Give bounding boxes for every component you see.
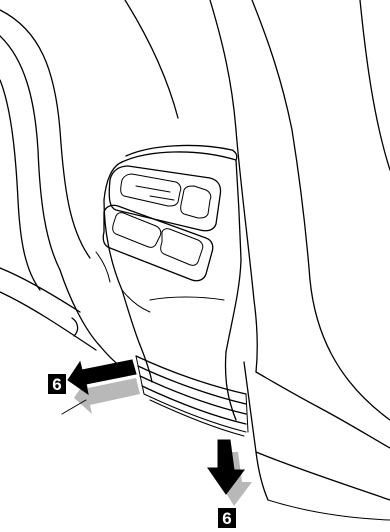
pull-down-arrow (208, 440, 252, 506)
left-seat-outline (0, 10, 120, 366)
bottom-trim-cover (136, 356, 248, 436)
right-seat-outline (125, 0, 390, 520)
step-callout-bottom-label: 6 (222, 509, 231, 528)
lower-air-vent (103, 205, 213, 281)
step-callout-bottom: 6 (218, 508, 236, 528)
pull-left-arrow (62, 360, 140, 414)
step-callout-left-label: 6 (52, 375, 61, 394)
step-callout-left: 6 (48, 374, 66, 394)
upper-air-vent (109, 166, 220, 231)
